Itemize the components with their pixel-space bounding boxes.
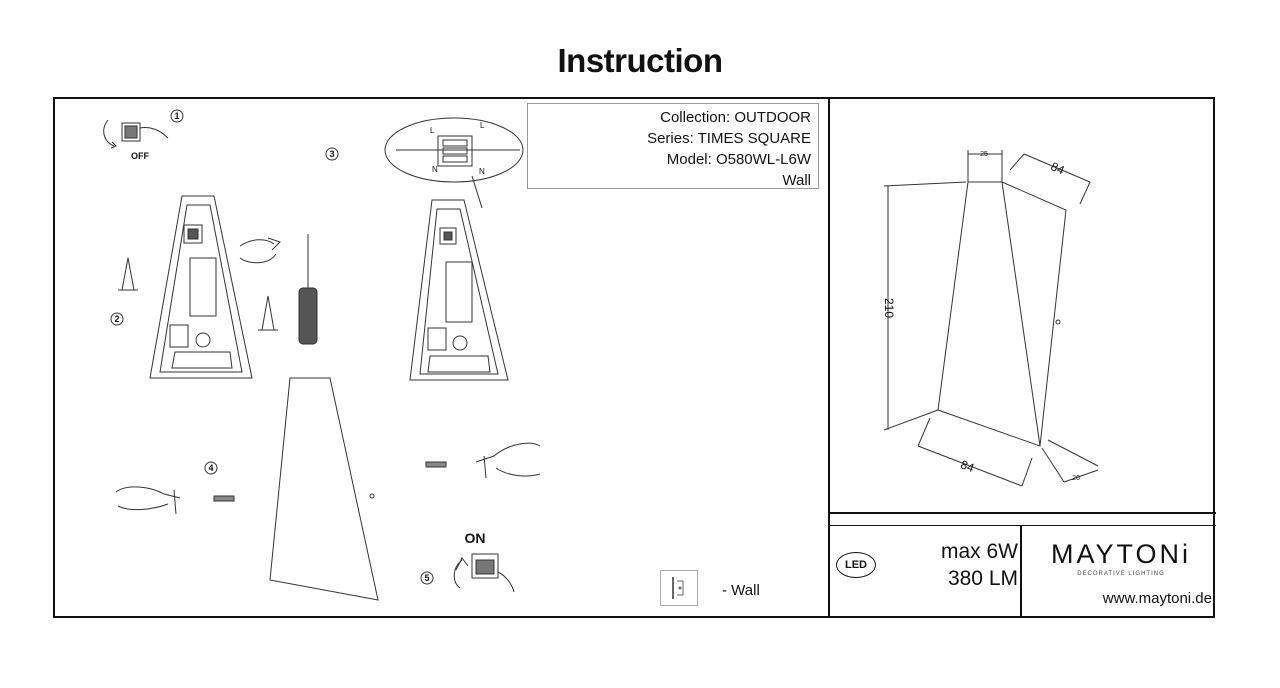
switch-on-icon: [453, 553, 515, 593]
screw-icon: [118, 257, 138, 291]
power-value: max 6W: [940, 540, 1018, 563]
divider: [1020, 526, 1022, 618]
brand-logo: MAYTONi: [1050, 539, 1191, 569]
lumen-value: 380 LM: [947, 567, 1018, 590]
on-label: ON: [465, 530, 486, 546]
step-number: 4: [208, 463, 213, 473]
lamp-body: [269, 377, 379, 601]
step-circle: [325, 147, 339, 161]
mounting-plate: [149, 195, 253, 379]
step-number: 1: [174, 111, 179, 121]
mount-label: Wall: [782, 172, 811, 189]
wire-label: N: [479, 167, 485, 176]
step-circle: [204, 461, 218, 475]
rotate-arrow-icon: [239, 237, 281, 264]
dimension-label: 25: [980, 151, 988, 158]
step-number: 2: [114, 314, 119, 324]
dimension-label: 26: [1072, 475, 1080, 482]
screw-icon: [258, 295, 278, 331]
wire-label: N: [432, 165, 438, 174]
switch-off-icon: [103, 119, 169, 149]
model-label: Model: O580WL-L6W: [666, 151, 811, 168]
dimension-label: 84: [1049, 159, 1067, 177]
step-circle: [420, 571, 434, 585]
dimension-drawing: [883, 150, 1099, 487]
page-title: Instruction: [557, 42, 724, 79]
led-badge: LED: [836, 552, 876, 578]
off-label: OFF: [131, 151, 149, 161]
website-link[interactable]: www.maytoni.de: [1102, 590, 1212, 607]
divider: [828, 97, 830, 618]
step-number: 3: [329, 149, 334, 159]
product-info-box: Collection: OUTDOOR Series: TIMES SQUARE…: [527, 103, 819, 189]
wiring-detail: [384, 117, 524, 209]
step-circle: [170, 109, 184, 123]
collection-label: Collection: OUTDOOR: [660, 109, 811, 126]
dimension-label: 210: [882, 298, 896, 318]
power-specs: max 6W 380 LM: [880, 538, 1018, 592]
instruction-frame: [53, 97, 1215, 618]
divider: [828, 512, 1216, 514]
wall-legend-label: - Wall: [722, 582, 760, 599]
hand-icon: [425, 442, 541, 479]
step-number: 5: [424, 573, 429, 583]
wire-label: L: [480, 121, 485, 130]
hand-icon: [115, 486, 235, 515]
wire-label: L: [430, 126, 435, 135]
series-label: Series: TIMES SQUARE: [647, 130, 811, 147]
wall-mount-icon: [660, 570, 698, 606]
screwdriver-icon: [298, 234, 318, 345]
mounting-plate: [409, 199, 509, 381]
divider: [828, 525, 1216, 526]
dimension-label: 84: [959, 457, 977, 475]
brand-tagline: DECORATIVE LIGHTING: [1077, 571, 1165, 577]
step-circle: [110, 312, 124, 326]
